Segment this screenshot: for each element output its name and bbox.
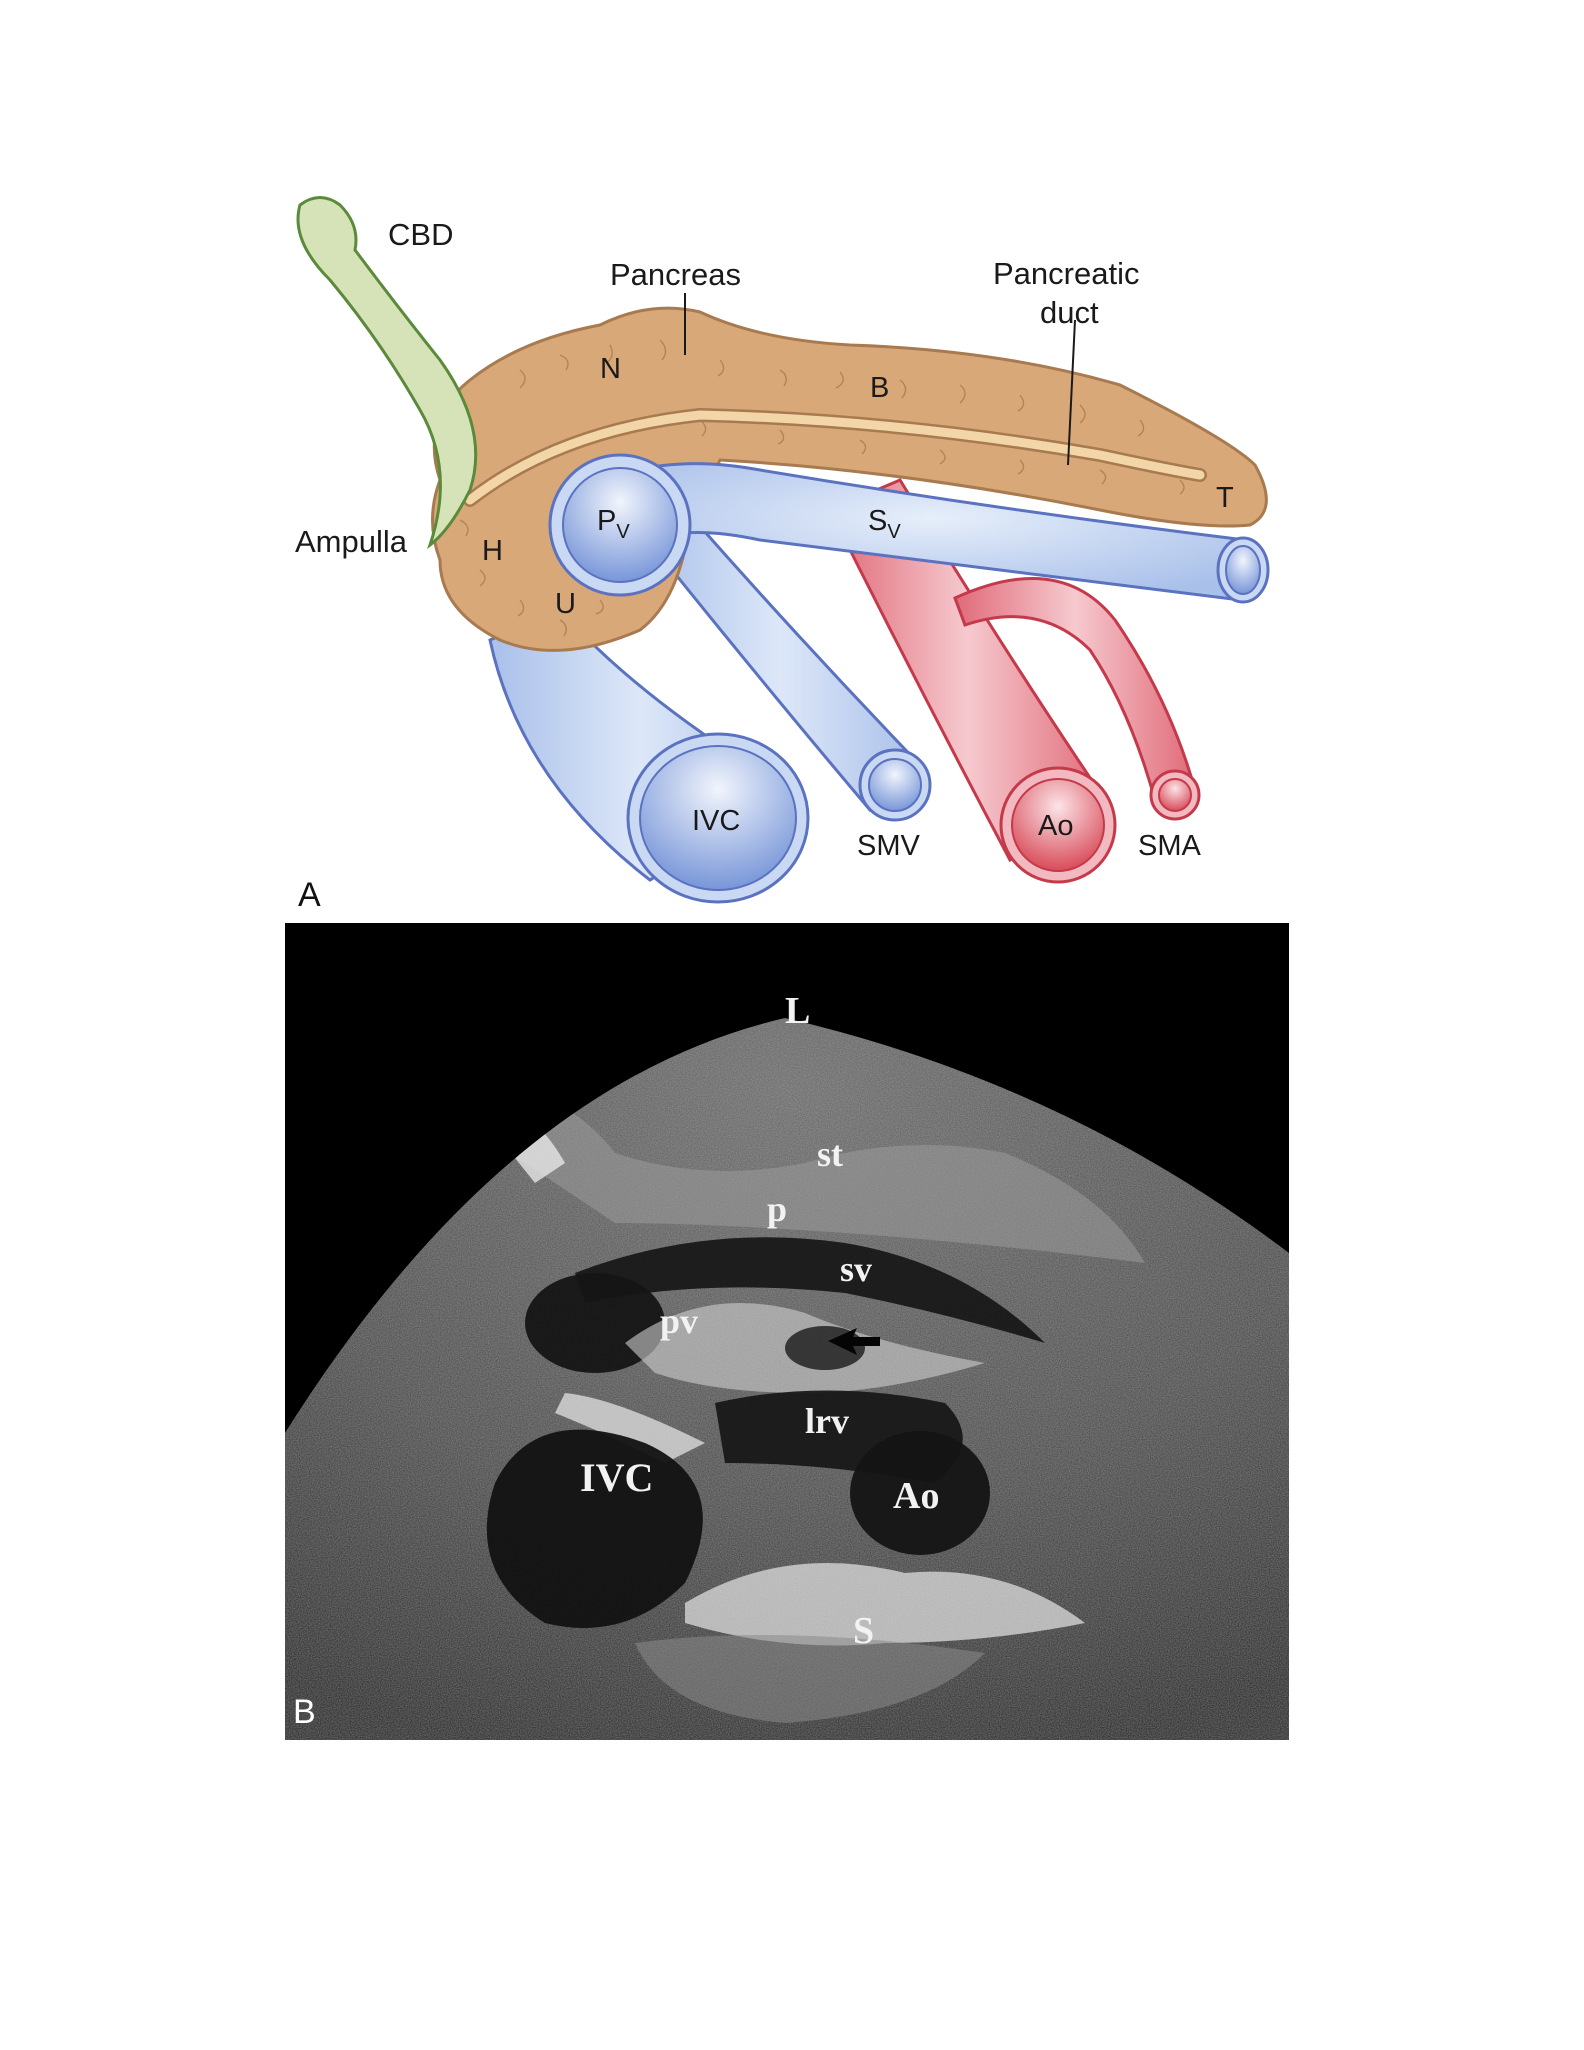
us-portal-vein-label: pv <box>660 1301 698 1341</box>
ultrasound-image: L st p sv pv lrv IVC Ao S B <box>285 923 1289 1740</box>
us-aorta-label: Ao <box>893 1475 939 1517</box>
pancreatic-duct-label-line1: Pancreatic <box>993 256 1139 291</box>
us-pancreas-label: p <box>767 1189 787 1229</box>
head-label: H <box>482 535 503 567</box>
ivc-label: IVC <box>692 805 740 837</box>
splenic-vein-vessel <box>617 462 1270 604</box>
cbd-structure <box>296 196 478 550</box>
ivc-vessel <box>488 608 810 904</box>
tail-label: T <box>1216 482 1234 514</box>
ampulla-label: Ampulla <box>295 524 408 559</box>
pancreatic-duct-label-line2: duct <box>1040 295 1099 330</box>
sma-label: SMA <box>1138 830 1202 862</box>
portal-vein-label: PV <box>597 505 630 543</box>
aorta-label: Ao <box>1038 810 1073 842</box>
us-stomach-label: st <box>817 1134 843 1174</box>
us-ivc-label: IVC <box>580 1455 653 1500</box>
sma-vessel <box>953 577 1201 821</box>
portal-vein-vessel <box>548 453 692 597</box>
body-label: B <box>870 372 889 404</box>
panel-a-letter: A <box>298 876 321 914</box>
us-spine-label: S <box>853 1610 874 1652</box>
neck-label: N <box>600 353 621 385</box>
smv-label: SMV <box>857 830 921 862</box>
panel-b-letter: B <box>293 1693 316 1731</box>
us-splenic-vein-label: sv <box>840 1249 872 1289</box>
us-left-renal-vein-label: lrv <box>805 1401 849 1441</box>
aorta-vessel <box>827 478 1117 884</box>
smv-vessel <box>637 513 932 822</box>
splenic-vein-label: SV <box>868 505 901 543</box>
pancreas-anatomy-diagram: CBD Pancreas Pancreatic duct Ampulla N B… <box>295 196 1270 904</box>
pancreas-label: Pancreas <box>610 257 741 292</box>
arrow-icon <box>828 1328 880 1355</box>
uncinate-label: U <box>555 588 576 620</box>
cbd-label: CBD <box>388 217 453 252</box>
pancreatic-duct-leader-line <box>1067 319 1076 466</box>
us-liver-label: L <box>785 990 810 1032</box>
ultrasound-scan: L st p sv pv lrv IVC Ao S <box>285 990 1289 1740</box>
